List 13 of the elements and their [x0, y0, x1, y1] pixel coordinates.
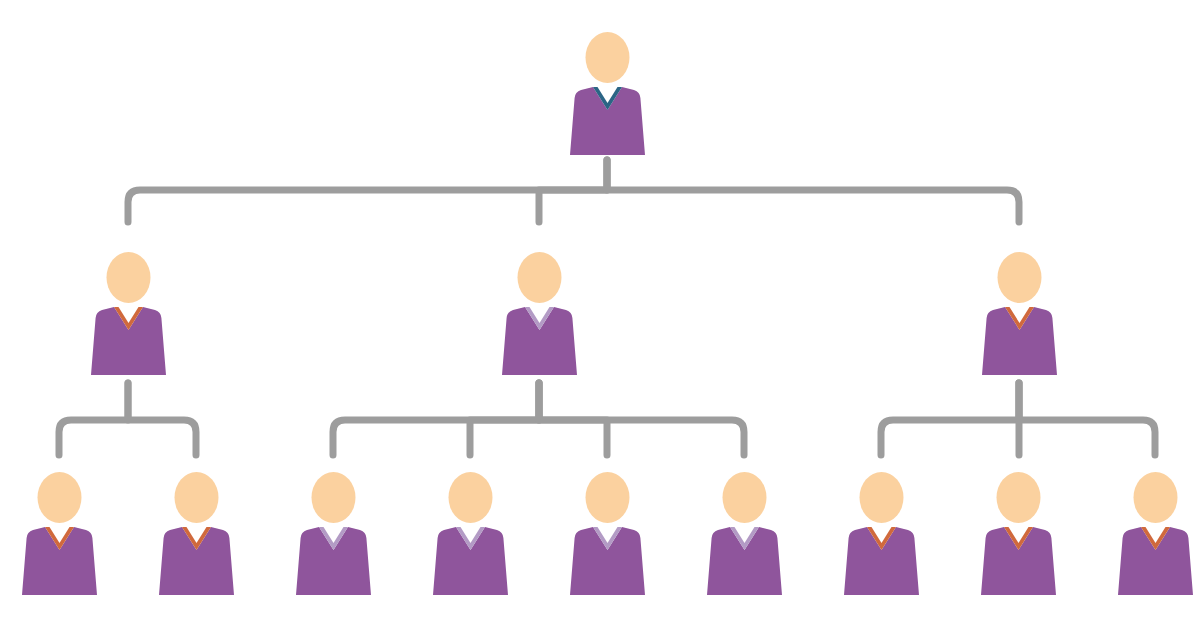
person-icon [295, 472, 371, 595]
person-icon [843, 472, 919, 595]
person-icon [432, 472, 508, 595]
person-icon [21, 472, 97, 595]
person-icon [569, 472, 645, 595]
person-icon [90, 252, 166, 375]
person-icon [569, 32, 645, 155]
person-icon [158, 472, 234, 595]
person-icon [980, 472, 1056, 595]
person-icon [501, 252, 577, 375]
person-icon [706, 472, 782, 595]
person-icon [981, 252, 1057, 375]
person-icon [1117, 472, 1193, 595]
